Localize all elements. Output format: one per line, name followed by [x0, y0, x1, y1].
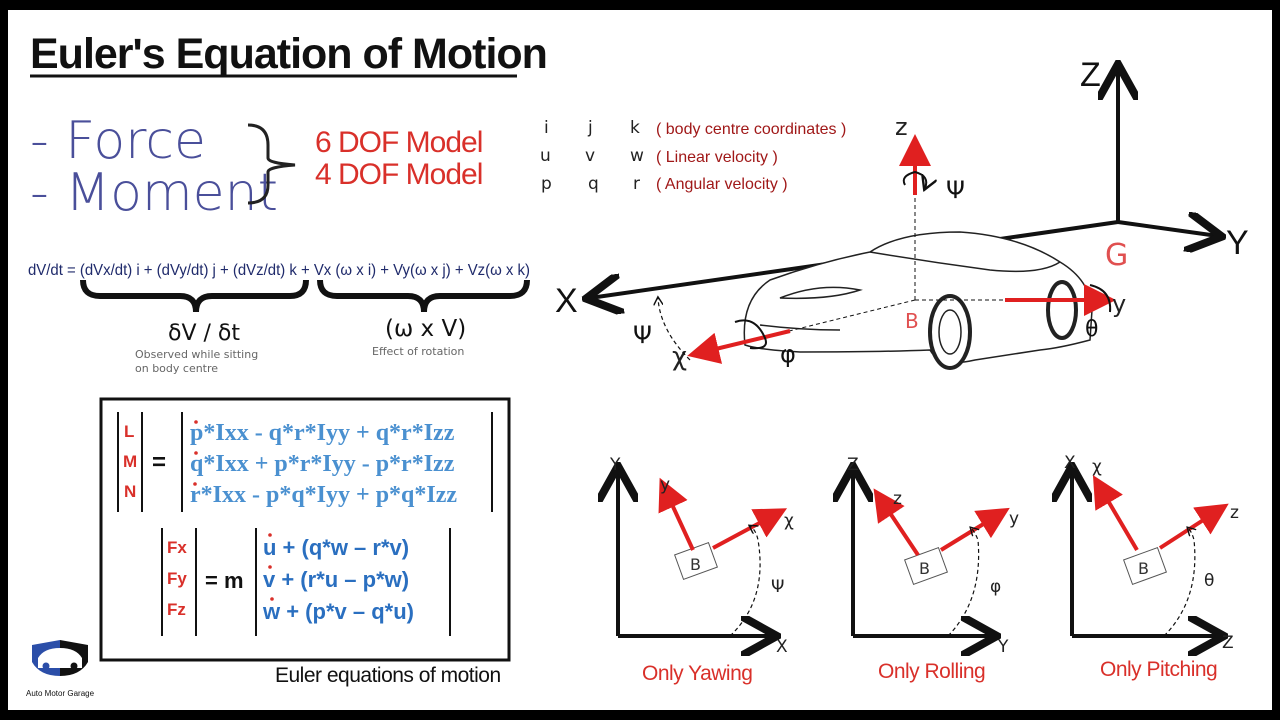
mini-0-v-text: Y: [609, 455, 621, 475]
car_axes-x-text: χ: [672, 342, 687, 372]
relative-note-1: Observed while sitting: [135, 348, 258, 361]
mini-rolling: Z Y B z y φ Only Rolling: [847, 455, 1019, 683]
mini-1-a1-text: z: [893, 489, 902, 509]
mini-2-a1-text: χ: [1092, 457, 1102, 477]
mini-0-B-text: B: [690, 555, 701, 574]
equals-sign: =: [152, 449, 166, 476]
legend-0-c-text: k: [630, 118, 640, 138]
only-pitching-label: Only Pitching: [1100, 658, 1217, 681]
mini-1-h-text: Y: [997, 637, 1009, 657]
page-title: Euler's Equation of Motion: [30, 30, 547, 78]
euler-caption: Euler equations of motion: [275, 664, 501, 687]
legend-2-a-text: p: [541, 174, 552, 194]
mini-0-h-text: X: [776, 637, 788, 657]
model-6dof: 6 DOF Model: [315, 126, 482, 159]
force-Fz: Fz: [167, 600, 186, 619]
legend-0-b-text: j: [587, 118, 593, 138]
legend-1-b-text: v: [585, 146, 595, 166]
moment-row-L: p*Ixx - q*r*Iyy + q*r*Izz: [190, 420, 455, 446]
legend-1-a-text: u: [540, 146, 551, 166]
mini-2-angle-text: θ: [1204, 571, 1214, 591]
moment-M: M: [123, 452, 137, 471]
euler-equations-box: [99, 397, 511, 662]
legend-body-coordinates: ( body centre coordinates ): [656, 121, 846, 138]
force-Fx: Fx: [167, 538, 187, 557]
mini-0-a1-text: y: [660, 475, 670, 495]
car_axes-z-text: z: [895, 113, 908, 141]
car_axes-psi-text: Ψ: [946, 176, 965, 204]
mini-1-B-text: B: [919, 559, 930, 578]
legend-angular-velocity: ( Angular velocity ): [656, 176, 788, 193]
force-row-z: w + (p*v – q*u): [262, 599, 414, 624]
car_axes-theta-text: θ: [1085, 317, 1098, 342]
model-4dof: 4 DOF Model: [315, 158, 482, 191]
force-row-x: u + (q*w – r*v): [263, 535, 409, 560]
underbrace-rotation: [317, 279, 530, 313]
moment-N: N: [124, 482, 136, 501]
force-row-y: v + (r*u – p*w): [263, 567, 409, 592]
mini-2-B-text: B: [1138, 559, 1149, 578]
mini-1-v-text: Z: [847, 455, 859, 475]
mini-2-v-text: X: [1064, 453, 1076, 473]
only-rolling-label: Only Rolling: [878, 660, 985, 683]
legend-2-b-text: q: [588, 174, 599, 194]
relative-note-2: on body centre: [135, 362, 218, 375]
car_axes-B-text: B: [905, 309, 919, 333]
legend-1-c-text: w: [630, 146, 644, 166]
car_axes-Y-text: Y: [1226, 224, 1249, 262]
car_axes-G-text: G: [1105, 238, 1128, 273]
car_axes-y-text: y: [1112, 290, 1126, 318]
legend-linear-velocity: ( Linear velocity ): [656, 149, 778, 166]
body-frame: z y χ B Ψ φ θ Ψ: [633, 113, 1126, 372]
mini-1-angle-text: φ: [990, 577, 1001, 597]
moment-L: L: [124, 422, 134, 441]
moment-row-M: q*Ixx + p*r*Iyy - p*r*Izz: [190, 451, 455, 477]
mini-2-a2-text: z: [1230, 503, 1239, 523]
equals-m: = m: [205, 568, 244, 593]
rotation-term-label: (ω x V): [385, 316, 466, 342]
moment-label: - Moment: [30, 163, 278, 223]
logo-text: Auto Motor Garage: [26, 689, 95, 698]
velocity-derivative-equation: dV/dt = (dVx/dt) i + (dVy/dt) j + (dVz/d…: [28, 262, 530, 279]
car-illustration: [743, 231, 1093, 370]
mini-1-a2-text: y: [1009, 509, 1019, 529]
moment-row-N: r*Ixx - p*q*Iyy + p*q*Izz: [190, 482, 457, 508]
force-Fy: Fy: [167, 569, 187, 588]
auto-motor-garage-logo: Auto Motor Garage: [26, 640, 95, 698]
mini-0-angle-text: Ψ: [771, 577, 784, 597]
car_axes-X-text: X: [555, 282, 578, 320]
mini-0-a2-text: χ: [784, 511, 794, 531]
legend-2-c-text: r: [633, 174, 640, 194]
car_axes-psi2-text: Ψ: [633, 321, 652, 349]
underbrace-relative: [80, 279, 309, 313]
force-label: - Force: [30, 111, 206, 171]
curly-brace: [247, 123, 296, 205]
rotation-note: Effect of rotation: [372, 345, 464, 358]
mini-2-h-text: Z: [1222, 633, 1234, 653]
only-yawing-label: Only Yawing: [642, 662, 752, 685]
relative-derivative-label: δV / δt: [168, 321, 240, 346]
car_axes-Z-text: Z: [1080, 56, 1101, 94]
legend-0-a-text: i: [544, 118, 549, 138]
canvas: [8, 10, 1272, 710]
mini-pitching: X Z χ B z θ Only Pitching: [1064, 453, 1239, 681]
variable-legend: i j k ( body centre coordinates ) u v w ( Li…: [540, 118, 846, 194]
mini-yawing: Y X B y χ Ψ Only Yawing: [609, 455, 794, 685]
car_axes-phi-text: φ: [780, 340, 796, 368]
